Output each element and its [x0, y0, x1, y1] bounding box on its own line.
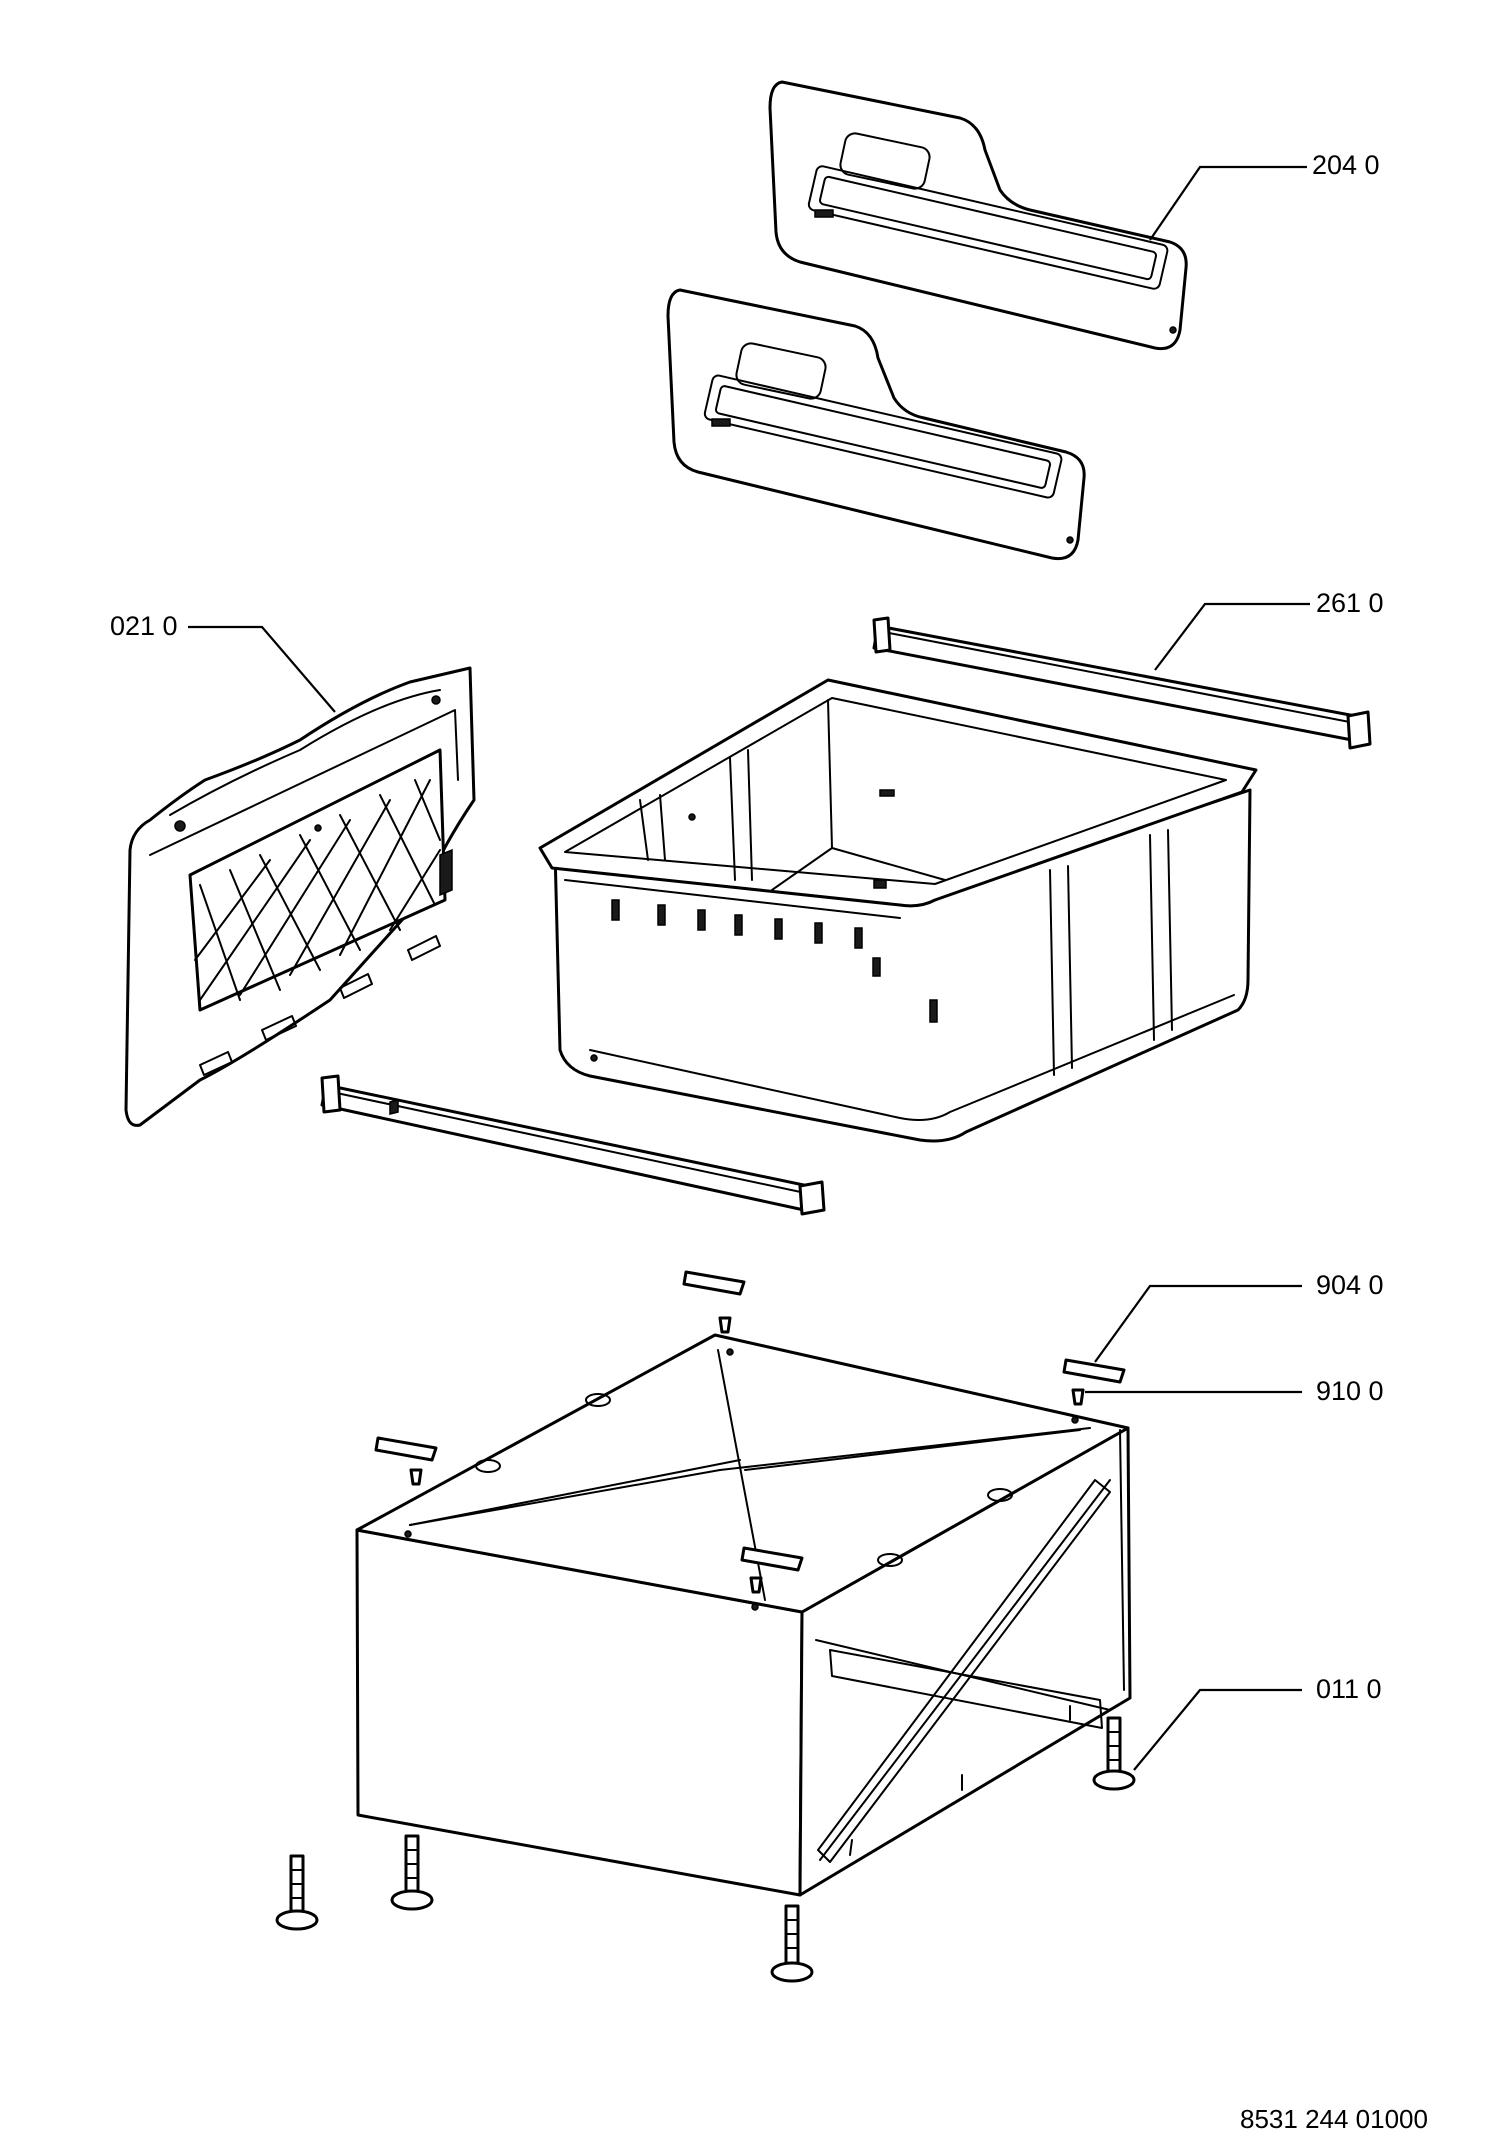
rail-rear [872, 616, 1372, 750]
feet [275, 1716, 1136, 1983]
leader-904 [1094, 1284, 1302, 1363]
foot-4 [1092, 1716, 1136, 1791]
callout-label-204: 204 0 [1312, 150, 1380, 180]
callout-label-261: 261 0 [1316, 588, 1384, 618]
callout-label-021: 021 0 [110, 611, 178, 641]
leader-011 [1133, 1688, 1302, 1771]
base-pedestal [355, 1333, 1132, 1897]
base-pedestal-holes [475, 1393, 1013, 1567]
drawer-tub-tabs [611, 789, 938, 1023]
drawer-tub [538, 678, 1258, 1143]
pads [374, 1270, 1126, 1572]
foot-2 [390, 1834, 434, 1911]
foot-1 [275, 1854, 319, 1931]
front-panel [124, 666, 476, 1127]
leader-021 [188, 625, 336, 713]
foot-3 [770, 1904, 814, 1983]
callout-label-904: 904 0 [1316, 1270, 1384, 1300]
callout-label-910: 910 0 [1316, 1376, 1384, 1406]
leader-261 [1154, 602, 1310, 671]
side-panel-lower [666, 288, 1086, 561]
front-panel-clips [199, 935, 441, 1076]
callout-label-011: 011 0 [1316, 1674, 1382, 1704]
front-panel-grille [194, 779, 441, 1001]
side-panel-upper [768, 80, 1188, 351]
rail-front [320, 1074, 826, 1216]
screws [409, 1316, 1085, 1594]
leader-lines [188, 165, 1310, 1771]
leader-204 [1149, 165, 1307, 241]
document-number: 8531 244 01000 [1240, 2104, 1428, 2134]
